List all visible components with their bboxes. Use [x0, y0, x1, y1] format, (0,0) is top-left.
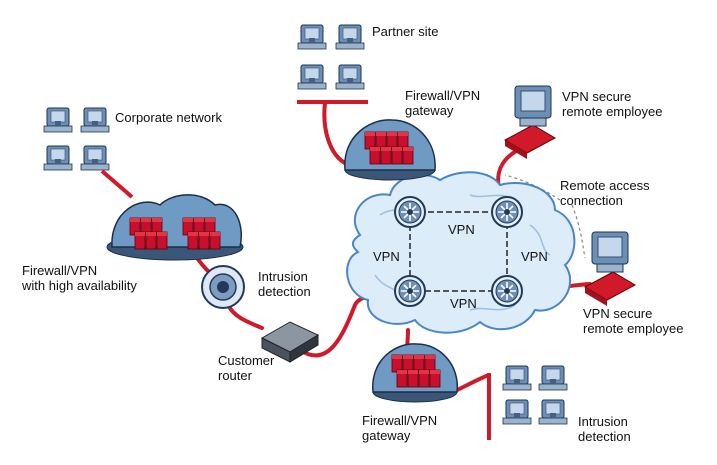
- firewall-gateway-top-label-line1: Firewall/VPN: [405, 88, 481, 103]
- corporate-network-label: Corporate network: [115, 110, 222, 125]
- remote-access-label: Remote access connection: [560, 178, 650, 208]
- vpn-tunnel-bottom-label: VPN: [450, 296, 477, 311]
- remote-access-arrow-right: [571, 204, 586, 259]
- firewall-gateway-bottom-label-line1: Firewall/VPN: [362, 413, 438, 428]
- vpn-node-icon: [491, 275, 523, 307]
- intrusion-sensor-icon: [201, 265, 245, 309]
- customer-router-label-line2: router: [218, 368, 252, 383]
- remote-access-label-line1: Remote access: [560, 178, 650, 193]
- firewall-gateway-top-label: Firewall/VPN gateway: [405, 88, 480, 118]
- laptop-icon-top: [503, 85, 557, 159]
- workstation-icon: [538, 365, 568, 391]
- vpn-remote-right-label-line2: remote employee: [583, 321, 684, 336]
- vpn-remote-right-label-line1: VPN secure: [583, 306, 653, 321]
- vpn-tunnel-right-label: VPN: [521, 249, 548, 264]
- firewall-gateway-bottom-label: Firewall/VPN gateway: [362, 413, 437, 443]
- firewall-ha-icon: [106, 194, 244, 261]
- intrusion-detection-mid-label-line2: detection: [258, 284, 311, 299]
- corporate-lan-segment: [100, 169, 134, 199]
- intrusion-detection-mid-label: Intrusion detection: [258, 269, 311, 299]
- vpn-remote-top-label: VPN secure remote employee: [562, 89, 662, 119]
- workstation-icon: [80, 107, 110, 133]
- intrusion-detection-bottom-label-line2: detection: [578, 429, 631, 444]
- firewall-gateway-bottom-label-line2: gateway: [362, 428, 411, 443]
- firewall-ha-label: Firewall/VPN with high availability: [22, 263, 137, 293]
- workstation-icon: [297, 24, 327, 50]
- remote-access-arrows: [504, 174, 586, 259]
- router-icon: [260, 321, 320, 363]
- workstation-icon: [502, 365, 532, 391]
- partner-site-workstations: [297, 24, 365, 90]
- vpn-remote-right-label: VPN secure remote employee: [583, 306, 683, 336]
- vpn-remote-top-label-line2: remote employee: [562, 104, 663, 119]
- remote-access-label-line2: connection: [560, 193, 623, 208]
- partner-site-label: Partner site: [372, 24, 439, 39]
- intrusion-detection-mid-label-line1: Intrusion: [258, 269, 308, 284]
- customer-router-label: Customer router: [218, 353, 274, 383]
- workstation-icon: [335, 64, 365, 90]
- vpn-tunnel-left-label: VPN: [373, 249, 400, 264]
- laptop-icon-right: [583, 231, 637, 306]
- firewall-gateway-bottom-icon: [372, 343, 458, 403]
- firewall-gateway-top-icon: [344, 119, 436, 181]
- vpn-node-icon: [394, 196, 426, 228]
- intrusion-detection-workstations: [502, 365, 568, 425]
- workstation-icon: [43, 107, 73, 133]
- vpn-node-icon: [394, 275, 426, 307]
- workstation-icon: [502, 399, 532, 425]
- intrusion-detection-bottom-label: Intrusion detection: [578, 414, 631, 444]
- link-intrusion-to-router: [226, 303, 264, 330]
- vpn-node-icon: [491, 196, 523, 228]
- remote-access-arrow-top: [504, 174, 561, 201]
- workstation-icon: [80, 145, 110, 171]
- vpn-tunnel-mesh: [409, 211, 508, 292]
- workstation-icon: [297, 64, 327, 90]
- vpn-tunnels: [409, 211, 508, 292]
- vpn-remote-top-label-line1: VPN secure: [562, 89, 632, 104]
- workstation-icon: [538, 399, 568, 425]
- firewall-ha-label-line2: with high availability: [22, 278, 137, 293]
- firewall-ha-label-line1: Firewall/VPN: [22, 263, 98, 278]
- intrusion-detection-bottom-label-line1: Intrusion: [578, 414, 628, 429]
- vpn-tunnel-top-label: VPN: [448, 222, 475, 237]
- corporate-network-workstations: [43, 107, 110, 171]
- workstation-icon: [335, 24, 365, 50]
- workstation-icon: [43, 145, 73, 171]
- firewall-gateway-top-label-line2: gateway: [405, 103, 454, 118]
- customer-router-label-line1: Customer: [218, 353, 275, 368]
